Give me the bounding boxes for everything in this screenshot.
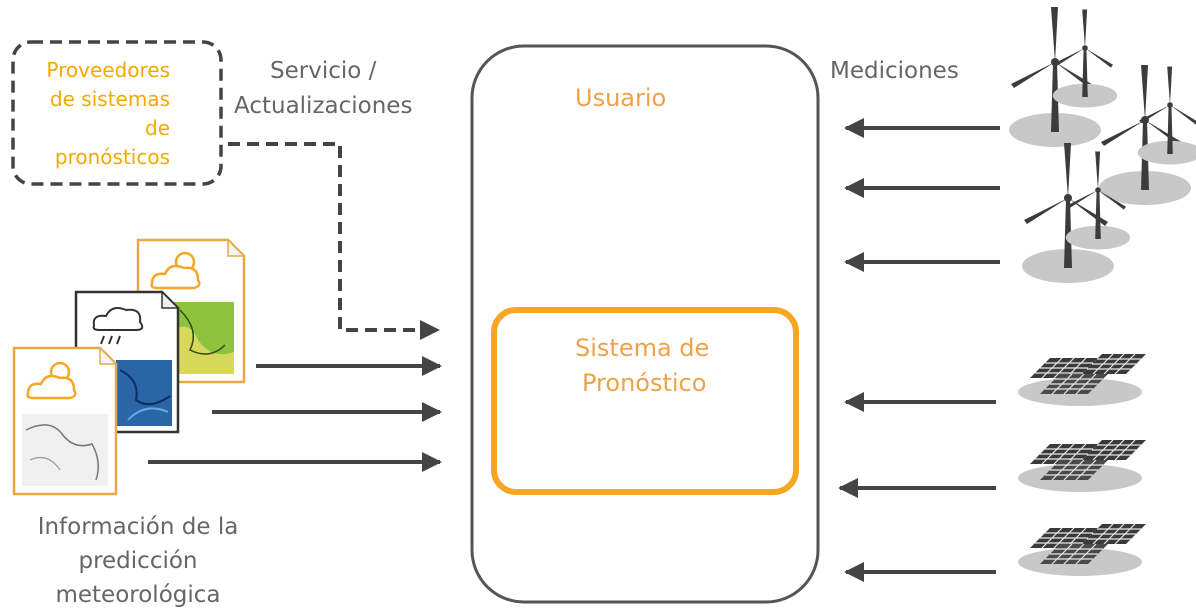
providers-line-3: de bbox=[145, 116, 170, 140]
weather-info-line-3: meteorológica bbox=[55, 582, 221, 608]
user-label: Usuario bbox=[575, 84, 667, 112]
forecast-system-box bbox=[491, 307, 799, 495]
solar-panel-icon bbox=[1017, 439, 1147, 493]
providers-box bbox=[11, 40, 223, 186]
weather-info-label: Información de la predicción meteorológi… bbox=[0, 510, 276, 612]
wind-turbine-icon bbox=[1052, 9, 1118, 108]
service-label-line-2: Actualizaciones bbox=[234, 93, 413, 119]
providers-line-1: Proveedores bbox=[46, 58, 170, 82]
providers-label: Proveedores de sistemas de pronósticos bbox=[30, 56, 170, 172]
forecast-system-line-1: Sistema de bbox=[575, 334, 710, 362]
weather-map-card-back bbox=[136, 238, 246, 384]
weather-map-card-front bbox=[12, 346, 118, 496]
providers-line-4: pronósticos bbox=[54, 145, 170, 169]
service-label-line-1: Servicio / bbox=[270, 58, 377, 84]
measurements-label: Mediciones bbox=[830, 58, 959, 84]
wind-turbine-icon bbox=[1022, 143, 1114, 283]
weather-info-line-2: predicción bbox=[78, 548, 198, 574]
sun-cloud-icon bbox=[26, 361, 77, 400]
solar-panel-icon bbox=[1017, 523, 1147, 577]
rain-cloud-icon bbox=[92, 307, 144, 345]
weather-info-line-1: Información de la bbox=[37, 514, 239, 540]
solar-panel-icon bbox=[1017, 353, 1147, 407]
service-connector bbox=[228, 142, 440, 340]
sun-cloud-icon bbox=[150, 251, 201, 290]
forecast-system-line-2: Pronóstico bbox=[582, 369, 707, 397]
wind-turbine-icon bbox=[1099, 65, 1191, 205]
providers-line-2: de sistemas bbox=[49, 87, 170, 111]
user-box bbox=[470, 44, 820, 604]
